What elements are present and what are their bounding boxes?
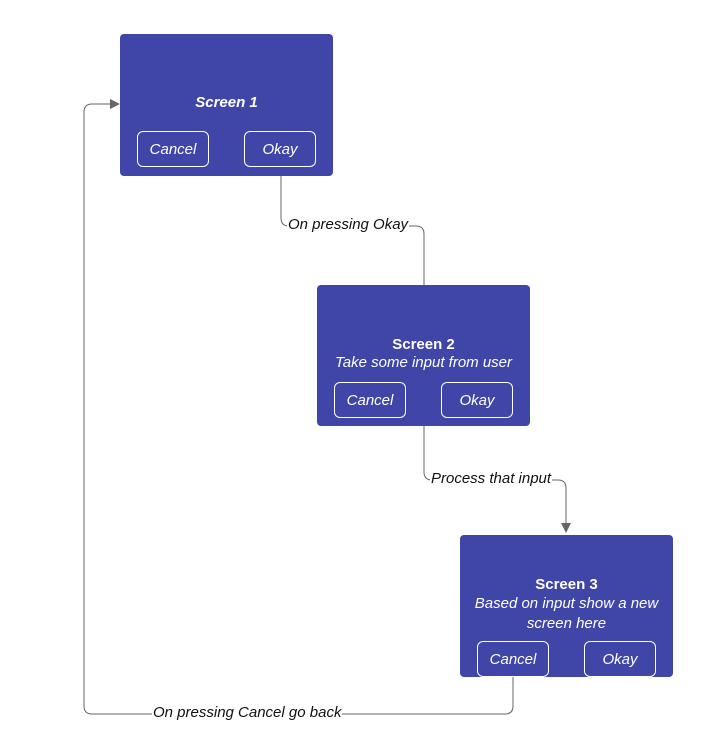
edge-label-on-pressing-cancel-go-back: On pressing Cancel go back	[152, 704, 343, 722]
screen-1-cancel-button[interactable]: Cancel	[137, 131, 209, 167]
screen-3-title: Screen 3	[535, 576, 598, 593]
screen-3-subtitle: Based on input show a new screen here	[474, 595, 659, 632]
screen-2-subtitle: Take some input from user	[334, 354, 513, 371]
screen-3-cancel-button[interactable]: Cancel	[477, 641, 549, 677]
edge-label-process-that-input: Process that input	[430, 470, 553, 488]
screen-1-okay-button[interactable]: Okay	[244, 131, 316, 167]
screen-3-card: Screen 3 Based on input show a new scree…	[460, 535, 673, 677]
edge-label-on-pressing-okay: On pressing Okay	[287, 216, 410, 234]
screen-2-okay-button[interactable]: Okay	[441, 382, 513, 418]
screen-1-card: Screen 1 Cancel Okay	[120, 34, 333, 176]
screen-2-title: Screen 2	[392, 336, 455, 353]
connector-screen3-back-to-screen1	[83, 99, 514, 715]
screen-2-cancel-button[interactable]: Cancel	[334, 382, 406, 418]
screen-2-card: Screen 2 Take some input from user Cance…	[317, 285, 530, 426]
screen-1-title: Screen 1	[195, 94, 258, 111]
screen-3-okay-button[interactable]: Okay	[584, 641, 656, 677]
